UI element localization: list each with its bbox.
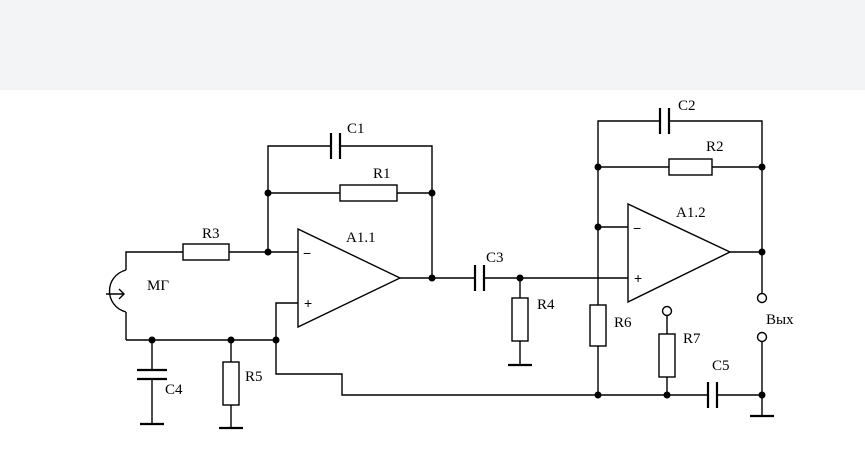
opamp-a12-minus: −: [633, 220, 641, 236]
resistor-r3: [125, 243, 298, 270]
opamp-a11-plus: +: [304, 295, 312, 311]
capacitor-c2: [597, 108, 763, 167]
header-band: [0, 0, 865, 90]
opamp-a11: [297, 227, 432, 329]
resistor-r2: [598, 158, 763, 252]
microphone-mg: [106, 269, 127, 340]
capacitor-c1: [267, 133, 433, 278]
capacitor-c3: [432, 265, 628, 291]
opamp-a11-minus: −: [303, 245, 311, 261]
resistor-r1: [268, 184, 432, 202]
label-r5: R5: [245, 369, 263, 385]
label-c4: C4: [165, 382, 183, 398]
resistor-r5: [219, 340, 243, 430]
capacitor-c5: [598, 382, 762, 408]
label-r7: R7: [683, 331, 701, 347]
label-c3: C3: [486, 250, 504, 266]
label-r6: R6: [614, 315, 632, 331]
label-a12: A1.2: [676, 205, 706, 221]
label-output: Вых: [766, 312, 794, 328]
label-r4: R4: [537, 297, 555, 313]
opamp-a12-plus: +: [634, 270, 642, 286]
label-c1: C1: [347, 121, 365, 137]
resistor-r7: [658, 305, 676, 395]
label-r1: R1: [373, 166, 391, 182]
resistor-r4: [508, 278, 532, 367]
label-c2: C2: [678, 98, 696, 114]
label-a11: A1.1: [346, 230, 376, 246]
capacitor-c4: [137, 340, 167, 426]
resistor-r6: [589, 304, 607, 395]
label-r2: R2: [706, 139, 724, 155]
output-terminals: [750, 252, 774, 418]
junction-dots: [148, 163, 766, 399]
label-r3: R3: [202, 226, 220, 242]
opamp-a12: [597, 167, 762, 305]
label-mg: МГ: [147, 278, 169, 294]
label-c5: C5: [712, 358, 730, 374]
